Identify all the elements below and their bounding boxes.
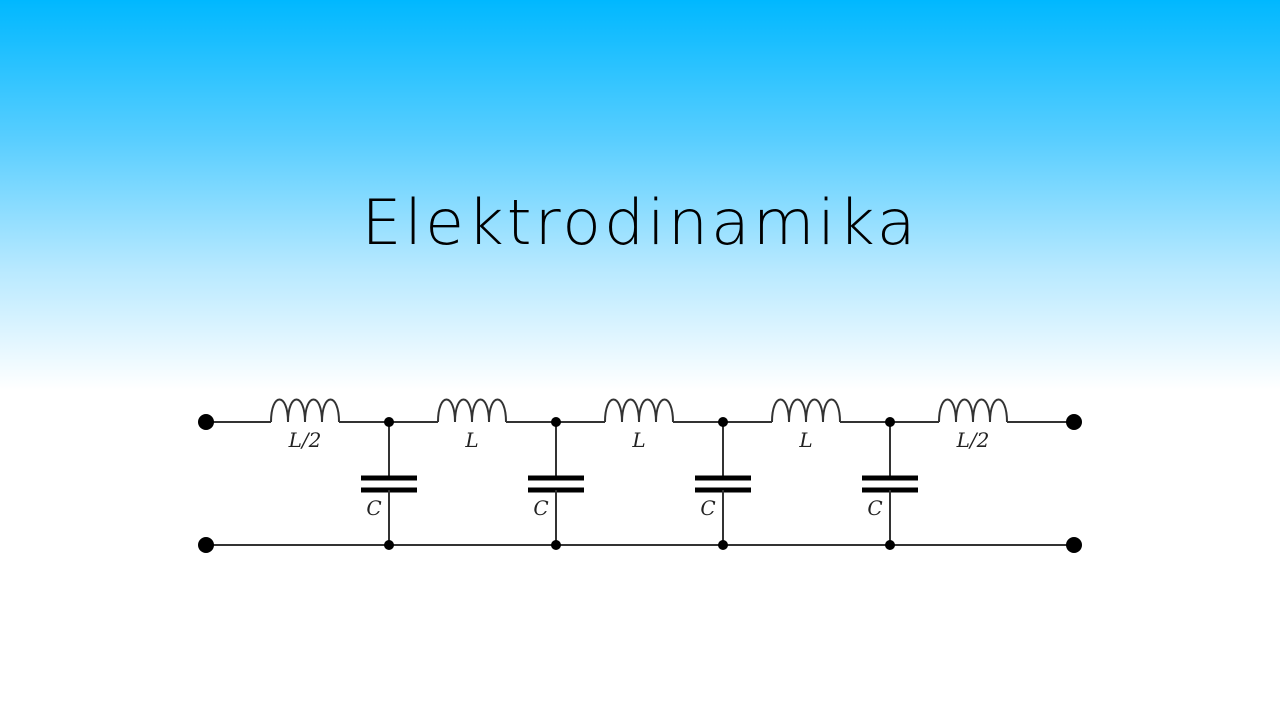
inductor-label: L: [631, 428, 645, 452]
junction-node: [718, 417, 728, 427]
inductor-label: L: [464, 428, 478, 452]
junction-node: [885, 540, 895, 550]
inductor-3: L: [604, 398, 674, 452]
inductor-label: L: [798, 428, 812, 452]
inductor-coil: [771, 398, 841, 423]
junction-node: [718, 540, 728, 550]
inductor-coil: [270, 398, 340, 423]
capacitor-label: C: [700, 496, 715, 520]
junction-node: [551, 417, 561, 427]
terminal-group: [198, 414, 1082, 553]
junction-node: [384, 540, 394, 550]
inductor-label: L/2: [956, 428, 990, 452]
junction-node: [551, 540, 561, 550]
inductor-coil: [437, 398, 507, 423]
inductor-coil: [604, 398, 674, 423]
inductor-label: L/2: [288, 428, 322, 452]
terminal-node: [198, 414, 214, 430]
junction-node: [885, 417, 895, 427]
inductor-5: L/2: [938, 398, 1008, 452]
capacitor-label: C: [867, 496, 882, 520]
slide-title: Elektrodinamika: [361, 186, 919, 259]
capacitor-3: C: [695, 422, 751, 545]
capacitor-1: C: [361, 422, 417, 545]
node-group: [384, 417, 895, 550]
capacitor-4: C: [862, 422, 918, 545]
capacitor-label: C: [366, 496, 381, 520]
inductor-coil: [938, 398, 1008, 423]
inductor-1: L/2: [270, 398, 340, 452]
terminal-node: [1066, 414, 1082, 430]
terminal-node: [1066, 537, 1082, 553]
inductor-4: L: [771, 398, 841, 452]
junction-node: [384, 417, 394, 427]
capacitor-label: C: [533, 496, 548, 520]
capacitor-2: C: [528, 422, 584, 545]
inductor-2: L: [437, 398, 507, 452]
inductor-group: L/2 L L L L/2: [270, 398, 1008, 452]
terminal-node: [198, 537, 214, 553]
